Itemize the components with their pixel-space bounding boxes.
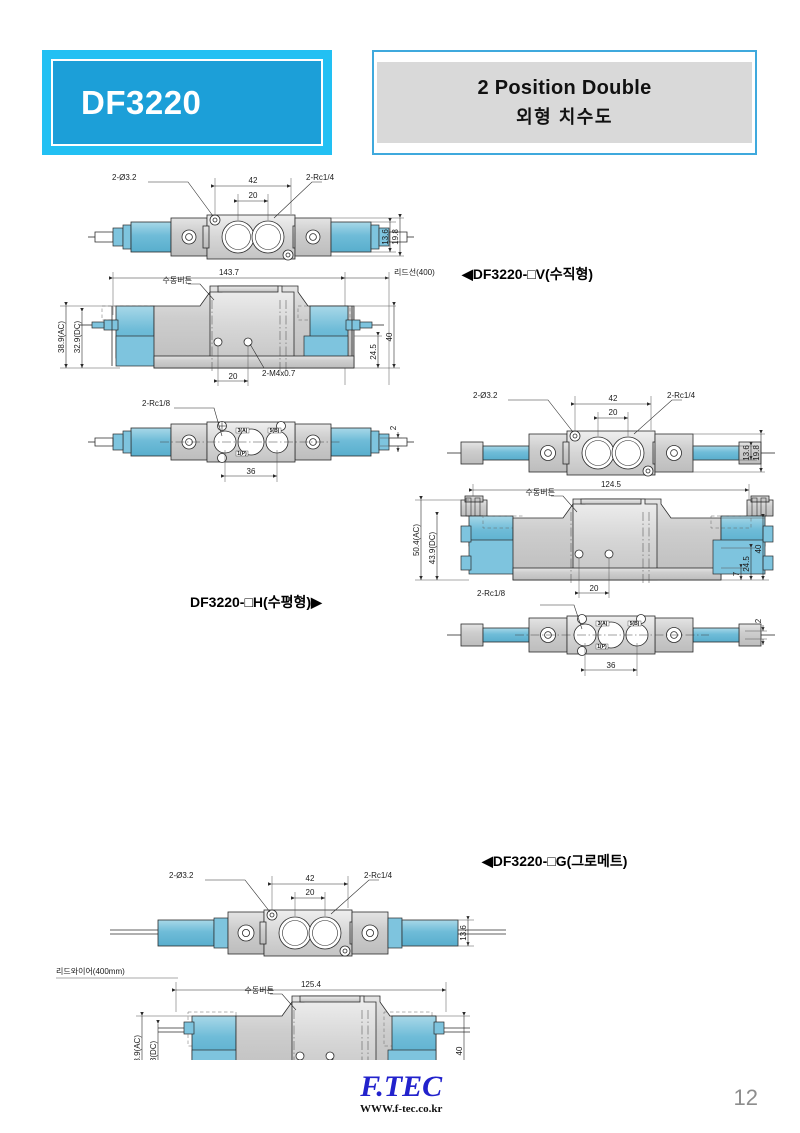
port-label-b-v: 5(B) bbox=[270, 428, 280, 434]
drawing-sheet: .ln { stroke:#2b2b2b; stroke-width:.8; f… bbox=[0, 160, 800, 1060]
dim-36-v: 36 bbox=[247, 467, 256, 476]
dim-20-top-v: 20 bbox=[249, 191, 258, 200]
dim-504ac-h: 50.4(AC) bbox=[412, 524, 421, 556]
port-label-p-h: 1(P) bbox=[597, 644, 607, 650]
port-label-p-v: 1(P) bbox=[237, 451, 247, 457]
dim-20-side-h: 20 bbox=[590, 584, 599, 593]
label-rc14-g: 2-Rc1/4 bbox=[364, 871, 393, 880]
dim-389ac-g: 38.9(AC) bbox=[133, 1035, 142, 1060]
label-leadwire-v: 리드선(400) bbox=[394, 268, 435, 277]
caption-g-type: ◀DF3220-□G(그로메트) bbox=[482, 853, 628, 869]
dim-1245-h: 124.5 bbox=[601, 480, 622, 489]
dim-389ac-v: 38.9(AC) bbox=[57, 321, 66, 353]
dim-20-side-v: 20 bbox=[229, 372, 238, 381]
dim-7-h: 7 bbox=[732, 571, 741, 576]
h-top-view: 42 20 2-Ø3.2 2-Rc1/4 13.6 19.8 bbox=[447, 391, 775, 477]
v-top-view: 42 20 2-Ø3.2 2-Rc1/4 13.6 19.8 bbox=[88, 173, 414, 261]
dim-328dc-g: 32.8(DC) bbox=[149, 1040, 158, 1060]
dim-329dc-v: 32.9(DC) bbox=[73, 320, 82, 353]
dim-136-g: 13.6 bbox=[459, 925, 468, 941]
dim-1254-g: 125.4 bbox=[301, 980, 322, 989]
dim-40-v: 40 bbox=[385, 332, 394, 341]
dim-245-h: 24.5 bbox=[742, 556, 751, 572]
dim-20-top-g: 20 bbox=[306, 888, 315, 897]
label-leadwire-g: 리드와이어(400mm) bbox=[56, 966, 125, 976]
port-label-a-h: 3(A) bbox=[598, 621, 608, 627]
label-m4-v: 2-M4x0.7 bbox=[262, 369, 296, 378]
port-label-b-h: 5(B) bbox=[630, 621, 640, 627]
model-badge: DF3220 bbox=[42, 50, 332, 155]
dim-2-h: 2 bbox=[754, 618, 763, 623]
dim-42-top-v: 42 bbox=[249, 176, 258, 185]
v-bottom-view: 3(A) 5(B) 1(P) 2-Rc1/8 36 2 bbox=[88, 399, 414, 482]
label-manual-button-h: 수동버튼 bbox=[526, 487, 555, 497]
title-box: 2 Position Double 외형 치수도 bbox=[372, 50, 757, 155]
model-name: DF3220 bbox=[81, 83, 202, 121]
label-manual-button-v: 수동버튼 bbox=[163, 275, 192, 285]
drawing-g-type: 42 20 2-Ø3.2 2-Rc1/4 13.6 리드와이어(400mm) 1… bbox=[56, 871, 506, 1060]
dim-1437-v: 143.7 bbox=[219, 268, 240, 277]
page-number: 12 bbox=[733, 1085, 758, 1110]
drawing-v-type: 42 20 2-Ø3.2 2-Rc1/4 13.6 19.8 bbox=[57, 173, 435, 482]
title-secondary: 외형 치수도 bbox=[516, 106, 613, 127]
title-primary: 2 Position Double bbox=[477, 76, 652, 99]
label-rc14-v: 2-Rc1/4 bbox=[306, 173, 335, 182]
g-side-view: 리드와이어(400mm) 125.4 bbox=[56, 966, 470, 1060]
caption-v-type: ◀DF3220-□V(수직형) bbox=[462, 266, 593, 282]
technical-drawings-svg: .ln { stroke:#2b2b2b; stroke-width:.8; f… bbox=[56, 173, 775, 1060]
port-label-a-v: 3(A) bbox=[238, 428, 248, 434]
caption-h-type: DF3220-□H(수평형)▶ bbox=[190, 594, 322, 610]
dim-2-v: 2 bbox=[389, 425, 398, 430]
dim-136-h: 13.6 bbox=[742, 445, 751, 461]
label-dia32-h: 2-Ø3.2 bbox=[473, 391, 498, 400]
label-dia32-g: 2-Ø3.2 bbox=[169, 871, 194, 880]
label-rc18-v: 2-Rc1/8 bbox=[142, 399, 171, 408]
dim-245-v: 24.5 bbox=[369, 344, 378, 360]
dim-42-top-g: 42 bbox=[306, 874, 315, 883]
g-top-view: 42 20 2-Ø3.2 2-Rc1/4 13.6 bbox=[110, 871, 506, 957]
v-side-view: 143.7 리드선(400) bbox=[57, 268, 435, 386]
page-footer: F.TEC WWW.f-tec.co.kr 12 bbox=[0, 1053, 800, 1133]
brand-logo: F.TEC WWW.f-tec.co.kr bbox=[360, 1070, 443, 1116]
dim-36-h: 36 bbox=[607, 661, 616, 670]
label-rc18-h: 2-Rc1/8 bbox=[477, 589, 506, 598]
dim-198-v: 19.8 bbox=[391, 229, 400, 245]
h-bottom-view: 3(A) 5(B) 1(P) 36 2 bbox=[447, 604, 775, 676]
dim-136-v: 13.6 bbox=[381, 229, 390, 245]
dim-42-top-h: 42 bbox=[609, 394, 618, 403]
label-dia32-v: 2-Ø3.2 bbox=[112, 173, 137, 182]
drawing-h-type: 42 20 2-Ø3.2 2-Rc1/4 13.6 19.8 124.5 bbox=[412, 391, 775, 676]
dim-198-h: 19.8 bbox=[752, 445, 761, 461]
logo-text: F.TEC bbox=[360, 1070, 443, 1103]
dim-20-top-h: 20 bbox=[609, 408, 618, 417]
h-side-view: 124.5 bbox=[412, 480, 774, 598]
dim-439dc-h: 43.9(DC) bbox=[428, 531, 437, 564]
page-header: DF3220 2 Position Double 외형 치수도 bbox=[0, 40, 800, 160]
logo-url: WWW.f-tec.co.kr bbox=[360, 1103, 443, 1115]
dim-40-h: 40 bbox=[754, 544, 763, 553]
label-manual-button-g: 수동버튼 bbox=[245, 985, 274, 995]
label-rc14-h: 2-Rc1/4 bbox=[667, 391, 696, 400]
dim-40-g: 40 bbox=[455, 1046, 464, 1055]
